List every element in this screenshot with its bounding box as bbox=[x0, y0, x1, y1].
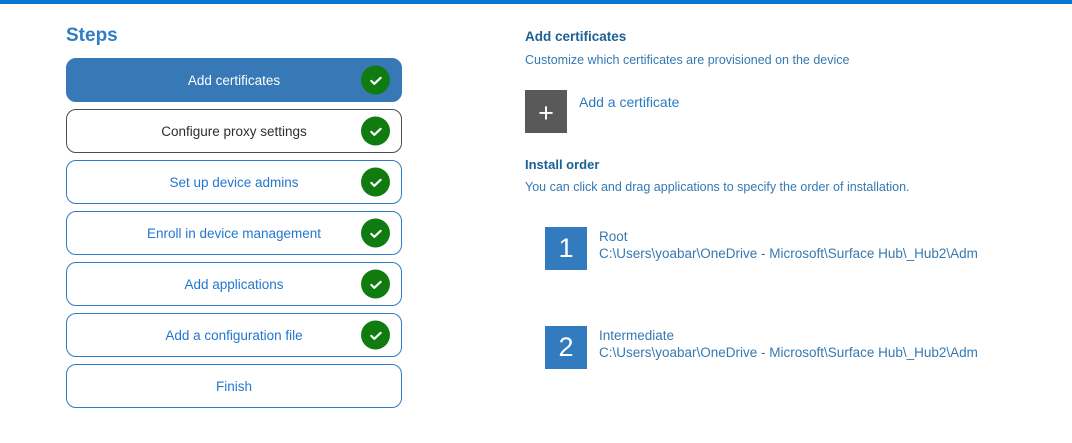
step-label: Configure proxy settings bbox=[161, 123, 307, 139]
install-order-item[interactable]: 2 Intermediate C:\Users\yoabar\OneDrive … bbox=[545, 326, 1072, 369]
step-label: Finish bbox=[215, 378, 252, 394]
section-title: Add certificates bbox=[525, 29, 627, 44]
step-button-configure-proxy-settings[interactable]: Configure proxy settings bbox=[66, 109, 402, 153]
step-label: Enroll in device management bbox=[146, 225, 322, 241]
certificate-name: Intermediate bbox=[599, 328, 675, 343]
step-label: Add certificates bbox=[187, 72, 281, 88]
certificate-path: C:\Users\yoabar\OneDrive - Microsoft\Sur… bbox=[599, 246, 978, 261]
completed-check-icon bbox=[361, 65, 390, 95]
plus-icon[interactable]: + bbox=[525, 90, 567, 133]
certificate-name: Root bbox=[599, 229, 628, 244]
add-certificate-label[interactable]: Add a certificate bbox=[579, 94, 680, 110]
install-order-item[interactable]: 1 Root C:\Users\yoabar\OneDrive - Micros… bbox=[545, 227, 1072, 270]
completed-check-icon bbox=[361, 218, 390, 248]
content-panel: Add certificates Customize which certifi… bbox=[525, 28, 1072, 425]
step-button-add-applications[interactable]: Add applications bbox=[66, 262, 402, 306]
top-accent-bar bbox=[0, 0, 1072, 4]
step-button-enroll-in-device-management[interactable]: Enroll in device management bbox=[66, 211, 402, 255]
steps-list: Add certificates Configure proxy setting… bbox=[66, 58, 402, 408]
add-certificate-button[interactable]: + Add a certificate bbox=[525, 90, 1072, 133]
install-order-title: Install order bbox=[525, 157, 600, 172]
step-label: Set up device admins bbox=[169, 174, 299, 190]
completed-check-icon bbox=[361, 167, 390, 197]
certificate-text: Root C:\Users\yoabar\OneDrive - Microsof… bbox=[599, 227, 978, 262]
order-number-tile: 2 bbox=[545, 326, 587, 369]
install-order-list: 1 Root C:\Users\yoabar\OneDrive - Micros… bbox=[545, 227, 1072, 369]
certificate-path: C:\Users\yoabar\OneDrive - Microsoft\Sur… bbox=[599, 345, 978, 360]
section-subtitle: Customize which certificates are provisi… bbox=[525, 53, 850, 67]
completed-check-icon bbox=[361, 116, 390, 146]
step-button-add-certificates[interactable]: Add certificates bbox=[66, 58, 402, 102]
step-button-set-up-device-admins[interactable]: Set up device admins bbox=[66, 160, 402, 204]
step-label: Add applications bbox=[184, 276, 284, 292]
steps-panel-title: Steps bbox=[66, 25, 118, 46]
step-label: Add a configuration file bbox=[165, 327, 303, 343]
step-button-finish[interactable]: Finish bbox=[66, 364, 402, 408]
order-number-tile: 1 bbox=[545, 227, 587, 270]
completed-check-icon bbox=[361, 320, 390, 350]
certificate-text: Intermediate C:\Users\yoabar\OneDrive - … bbox=[599, 326, 978, 361]
install-order-subtitle: You can click and drag applications to s… bbox=[525, 180, 910, 194]
steps-panel: Steps Add certificates Configure proxy s… bbox=[66, 24, 402, 415]
step-button-add-a-configuration-file[interactable]: Add a configuration file bbox=[66, 313, 402, 357]
completed-check-icon bbox=[361, 269, 390, 299]
